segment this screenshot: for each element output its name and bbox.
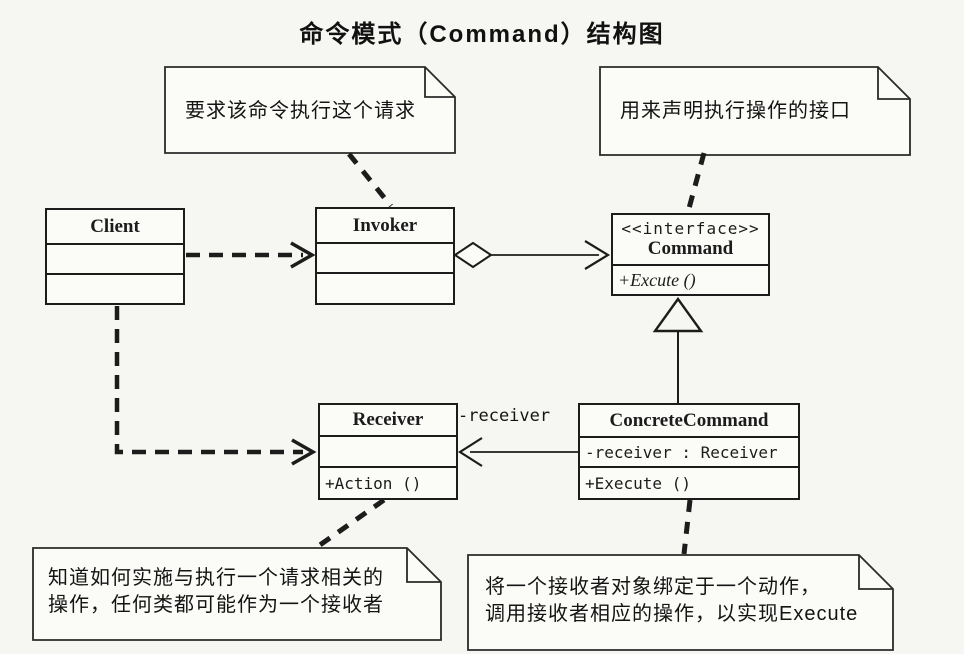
concrete-command-generalization-triangle [652,296,704,333]
interface-command-method: +Excute () [618,269,696,290]
invoker-command-aggregation-arrowhead [584,240,611,270]
interface-command-stereotype: <<interface>> [621,219,760,238]
invoker-command-aggregation-diamond [453,241,493,269]
client-invoker-dependency-arrowhead [290,241,316,269]
class-concrete-command-method: +Execute () [585,473,691,493]
class-client-methods [47,275,183,303]
invoker-note-shape [164,66,456,154]
command-note-shape [599,66,911,156]
concrete-note-text: 将一个接收者对象绑定于一个动作， 调用接收者相应的操作，以实现Execute [485,574,885,628]
class-invoker-methods [317,274,453,303]
concrete-note-anchor [681,499,693,555]
concrete-note-shape [467,554,894,651]
command-note-text: 用来声明执行操作的接口 [620,100,851,122]
interface-command-header: <<interface>> Command [613,215,768,266]
receiver-note-text: 知道如何实施与执行一个请求相关的 操作，任何类都可能作为一个接收者 [48,565,428,619]
class-client-attributes [47,245,183,275]
concrete-note-fold [858,555,893,590]
client-receiver-dependency-arrowhead [291,438,317,466]
interface-command: <<interface>> Command +Excute () [611,213,770,296]
class-invoker: Invoker [315,207,455,305]
class-receiver-attributes [320,437,456,468]
receiver-note-shape [32,547,442,641]
class-concrete-command-attribute: -receiver : Receiver [580,438,798,468]
class-receiver-method: +Action () [325,473,422,493]
receiver-note-line1: 知道如何实施与执行一个请求相关的 [48,567,384,589]
client-receiver-dependency-line [114,306,303,455]
command-note-anchor [685,152,707,213]
invoker-note-text: 要求该命令执行这个请求 [185,100,416,122]
concrete-note-line2: 调用接收者相应的操作，以实现Execute [485,603,859,625]
receiver-note-anchor [315,497,386,550]
class-invoker-attributes [317,244,453,274]
class-receiver-name: Receiver [320,405,456,437]
class-concrete-command: ConcreteCommand -receiver : Receiver +Ex… [578,403,800,500]
class-concrete-command-name: ConcreteCommand [580,405,798,438]
receiver-note-fold [406,548,441,583]
class-client-name: Client [47,210,183,245]
invoker-note-fold [424,67,455,98]
class-receiver: Receiver +Action () [318,403,458,500]
concrete-note-line1: 将一个接收者对象绑定于一个动作， [485,576,821,598]
command-note-fold [877,67,910,100]
receiver-role-label: -receiver [458,406,551,426]
concrete-receiver-association-arrowhead [457,437,483,467]
invoker-note-anchor [347,152,393,208]
class-invoker-name: Invoker [317,209,453,244]
receiver-note-line2: 操作，任何类都可能作为一个接收者 [48,594,384,616]
class-client: Client [45,208,185,305]
diagram-title: 命令模式（Command）结构图 [299,21,665,48]
interface-command-name: Command [647,238,734,259]
